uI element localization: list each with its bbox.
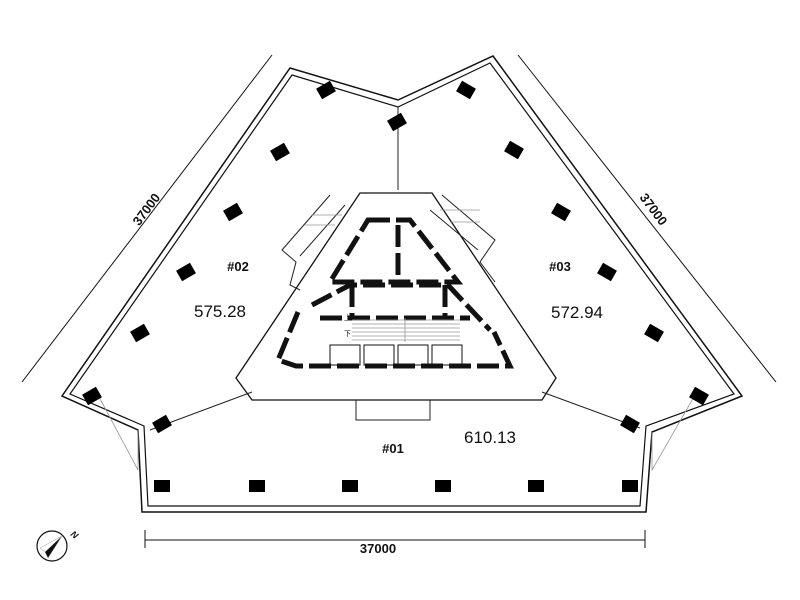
stair-up-label: 上	[344, 313, 351, 322]
corner-glazing	[97, 394, 696, 472]
toilet-fixtures	[305, 209, 480, 226]
dimension-left-label: 37000	[130, 190, 164, 228]
column	[620, 414, 640, 434]
unit-02-label: #02	[227, 259, 249, 274]
column	[528, 480, 544, 492]
core-outline	[235, 192, 557, 401]
column	[644, 323, 664, 343]
column	[456, 80, 476, 100]
column	[130, 323, 150, 343]
column	[82, 386, 102, 406]
dimension-right-label: 37000	[637, 190, 671, 228]
column	[342, 480, 358, 492]
columns	[82, 80, 709, 492]
unit-03-area: 572.94	[551, 303, 603, 322]
column	[154, 480, 170, 492]
north-arrow-icon: N	[36, 529, 81, 562]
column	[223, 202, 243, 222]
elevators	[329, 344, 463, 366]
column	[597, 262, 617, 282]
column	[387, 112, 407, 132]
dimension-bottom: 37000	[144, 530, 646, 556]
building-outline	[60, 55, 744, 513]
column	[504, 140, 524, 160]
unit-01-label: #01	[382, 441, 404, 456]
core-room-top	[325, 217, 464, 285]
column	[689, 386, 709, 406]
unit-03-label: #03	[549, 259, 571, 274]
core-room-middle	[310, 282, 492, 332]
north-label: N	[69, 529, 81, 541]
column	[270, 142, 290, 162]
partition-lines	[149, 107, 641, 431]
stair-down-label: 下	[344, 330, 351, 338]
core-room-bottom	[274, 311, 514, 369]
toilet-rooms	[281, 194, 496, 291]
column	[316, 80, 336, 100]
column	[176, 262, 196, 282]
unit-02-area: 575.28	[194, 302, 246, 321]
building-outline-inner	[69, 62, 735, 507]
column	[152, 414, 172, 434]
dimension-bottom-label: 37000	[360, 541, 396, 556]
core-inner-walls	[320, 225, 470, 321]
column	[435, 480, 451, 492]
column	[622, 480, 638, 492]
unit-01-area: 610.13	[464, 428, 516, 447]
column	[551, 202, 571, 222]
stair: 上 下	[344, 313, 460, 342]
column	[249, 480, 265, 492]
